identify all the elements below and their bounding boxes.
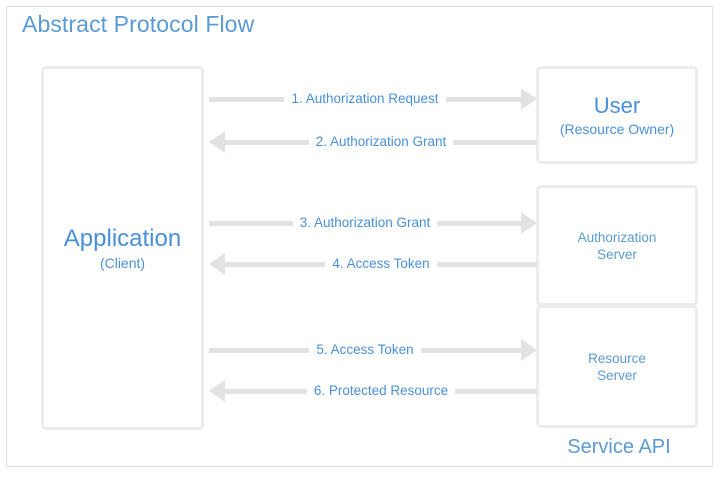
node-authorization-server-line1: Authorization bbox=[577, 229, 657, 245]
node-resource-server-line2: Server bbox=[597, 367, 637, 383]
arrow-shaft-left-5 bbox=[209, 347, 310, 353]
service-api-group-label: Service API bbox=[567, 436, 671, 458]
arrow-shaft-right-3 bbox=[437, 220, 522, 226]
flow-label-2: 2. Authorization Grant bbox=[315, 134, 447, 149]
node-application: Application (Client) bbox=[41, 66, 204, 430]
diagram-title: Abstract Protocol Flow bbox=[22, 11, 255, 37]
arrowhead-left-icon bbox=[209, 131, 225, 153]
arrow-shaft-left-6 bbox=[225, 388, 307, 394]
flow-arrow-5: 5. Access Token bbox=[209, 339, 537, 361]
flow-arrow-2: 2. Authorization Grant bbox=[209, 131, 538, 153]
arrow-shaft-left-4 bbox=[225, 261, 326, 267]
node-application-title: Application bbox=[63, 224, 182, 252]
node-user: User (Resource Owner) bbox=[536, 66, 698, 164]
arrow-shaft-left-1 bbox=[209, 96, 285, 102]
arrow-shaft-right-2 bbox=[453, 139, 538, 145]
arrowhead-left-icon bbox=[209, 380, 225, 402]
arrow-shaft-right-1 bbox=[445, 96, 522, 102]
arrow-shaft-left-2 bbox=[225, 139, 309, 145]
flow-label-6: 6. Protected Resource bbox=[313, 383, 449, 398]
arrow-shaft-right-6 bbox=[455, 388, 538, 394]
node-authorization-server: Authorization Server bbox=[536, 185, 698, 306]
flow-label-4: 4. Access Token bbox=[332, 256, 430, 271]
flow-label-5: 5. Access Token bbox=[316, 342, 414, 357]
arrowhead-right-icon bbox=[521, 88, 538, 110]
node-authorization-server-line2: Server bbox=[597, 246, 637, 262]
node-user-subtitle: (Resource Owner) bbox=[559, 120, 675, 137]
node-resource-server-line1: Resource bbox=[588, 350, 646, 366]
arrow-shaft-right-5 bbox=[420, 347, 521, 353]
flow-label-1: 1. Authorization Request bbox=[291, 91, 439, 106]
node-user-title: User bbox=[593, 92, 641, 118]
node-application-subtitle: (Client) bbox=[99, 254, 146, 271]
flow-arrow-6: 6. Protected Resource bbox=[209, 380, 538, 402]
arrowhead-right-icon bbox=[521, 212, 538, 234]
arrowhead-left-icon bbox=[209, 253, 225, 275]
arrow-shaft-left-3 bbox=[209, 220, 293, 226]
arrow-shaft-right-4 bbox=[436, 261, 537, 267]
flow-label-3: 3. Authorization Grant bbox=[299, 215, 431, 230]
flow-arrow-1: 1. Authorization Request bbox=[209, 88, 538, 110]
flow-arrow-4: 4. Access Token bbox=[209, 253, 537, 275]
arrowhead-right-icon bbox=[521, 339, 537, 361]
flow-arrow-3: 3. Authorization Grant bbox=[209, 212, 538, 234]
node-resource-server: Resource Server bbox=[536, 305, 698, 428]
